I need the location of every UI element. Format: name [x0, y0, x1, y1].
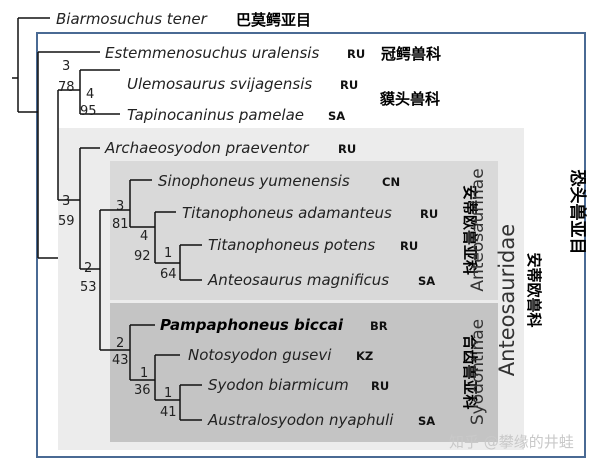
label-anteosaurinae: Anteosaurinae: [468, 168, 488, 291]
label-anteosaurinae-zh: 安蒂欧兽亚科: [461, 185, 479, 275]
support-n3-bottom: 59: [58, 214, 75, 229]
region-titanophoneus-potens: RU: [400, 239, 418, 253]
support-n10-bottom: 41: [160, 405, 177, 420]
support-values: 3 78 4 95 3 59 2 53 3 81 4 92 1 64 2 43 …: [58, 59, 177, 420]
region-pampaphoneus: BR: [370, 319, 388, 333]
support-n5-top: 3: [116, 199, 124, 214]
label-anteosauridae-zh: 安蒂欧兽科: [525, 252, 543, 327]
support-n9-top: 1: [140, 366, 148, 381]
taxon-tapinocaninus: Tapinocaninus pamelae: [127, 106, 304, 124]
region-titanophoneus-adamanteus: RU: [420, 207, 438, 221]
tree-branches: [12, 17, 202, 421]
taxon-ulemosaurus: Ulemosaurus svijagensis: [127, 75, 312, 93]
support-n4-bottom: 53: [80, 280, 97, 295]
region-tapinocaninus: SA: [328, 109, 345, 123]
taxon-pampaphoneus: Pampaphoneus biccai: [160, 316, 344, 334]
taxon-biarmosuchus: Biarmosuchus tener: [56, 10, 208, 28]
support-n2-bottom: 95: [80, 104, 97, 119]
support-n5-bottom: 81: [112, 217, 129, 232]
label-tapinocephalidae-zh: 貘头兽科: [379, 90, 440, 108]
region-syodon: RU: [371, 379, 389, 393]
support-n4-top: 2: [84, 261, 92, 276]
taxon-archaeosyodon: Archaeosyodon praeventor: [104, 139, 309, 157]
support-n1-top: 3: [62, 59, 70, 74]
support-n2-top: 4: [86, 87, 94, 102]
support-n8-top: 2: [116, 336, 124, 351]
syodontinae-box: [110, 303, 498, 442]
support-n1-bottom: 78: [58, 80, 75, 95]
label-dinocephalia-zh: 恐头兽亚目: [567, 170, 588, 255]
support-n6-top: 4: [140, 229, 148, 244]
label-biarmosuchia-zh: 巴莫鳄亚目: [236, 11, 311, 29]
taxon-sinophoneus: Sinophoneus yumenensis: [158, 172, 350, 190]
region-notosyodon: KZ: [356, 349, 373, 363]
label-syodontinae: Syodontinae: [468, 319, 488, 425]
region-archaeosyodon: RU: [338, 142, 356, 156]
support-n9-bottom: 36: [134, 383, 151, 398]
taxon-anteosaurus: Anteosaurus magnificus: [207, 271, 389, 289]
taxon-titanophoneus-adamanteus: Titanophoneus adamanteus: [182, 204, 392, 222]
anteosaurinae-box: [110, 161, 498, 300]
taxon-estemmenosuchus: Estemmenosuchus uralensis: [105, 44, 319, 62]
taxon-syodon: Syodon biarmicum: [208, 376, 349, 394]
taxon-titanophoneus-potens: Titanophoneus potens: [208, 236, 375, 254]
region-ulemosaurus: RU: [340, 78, 358, 92]
region-australosyodon: SA: [418, 414, 435, 428]
label-anteosauridae: Anteosauridae: [495, 224, 519, 376]
taxon-australosyodon: Australosyodon nyaphuli: [207, 411, 394, 429]
region-anteosaurus: SA: [418, 274, 435, 288]
support-n7-bottom: 64: [160, 267, 177, 282]
support-n7-top: 1: [164, 246, 172, 261]
label-estemmenosuchidae-zh: 冠鳄兽科: [381, 45, 441, 63]
support-n8-bottom: 43: [112, 353, 129, 368]
support-n6-bottom: 92: [134, 249, 151, 264]
taxon-notosyodon: Notosyodon gusevi: [188, 346, 332, 364]
label-syodontinae-zh: 合齿兽亚科: [461, 333, 479, 409]
watermark: 知乎 @攀缘的井蛙: [449, 433, 574, 451]
dinocephalia-box: [36, 32, 586, 458]
region-sinophoneus: CN: [382, 175, 400, 189]
region-estemmenosuchus: RU: [347, 47, 365, 61]
support-n3-top: 3: [62, 194, 70, 209]
support-n10-top: 1: [164, 386, 172, 401]
